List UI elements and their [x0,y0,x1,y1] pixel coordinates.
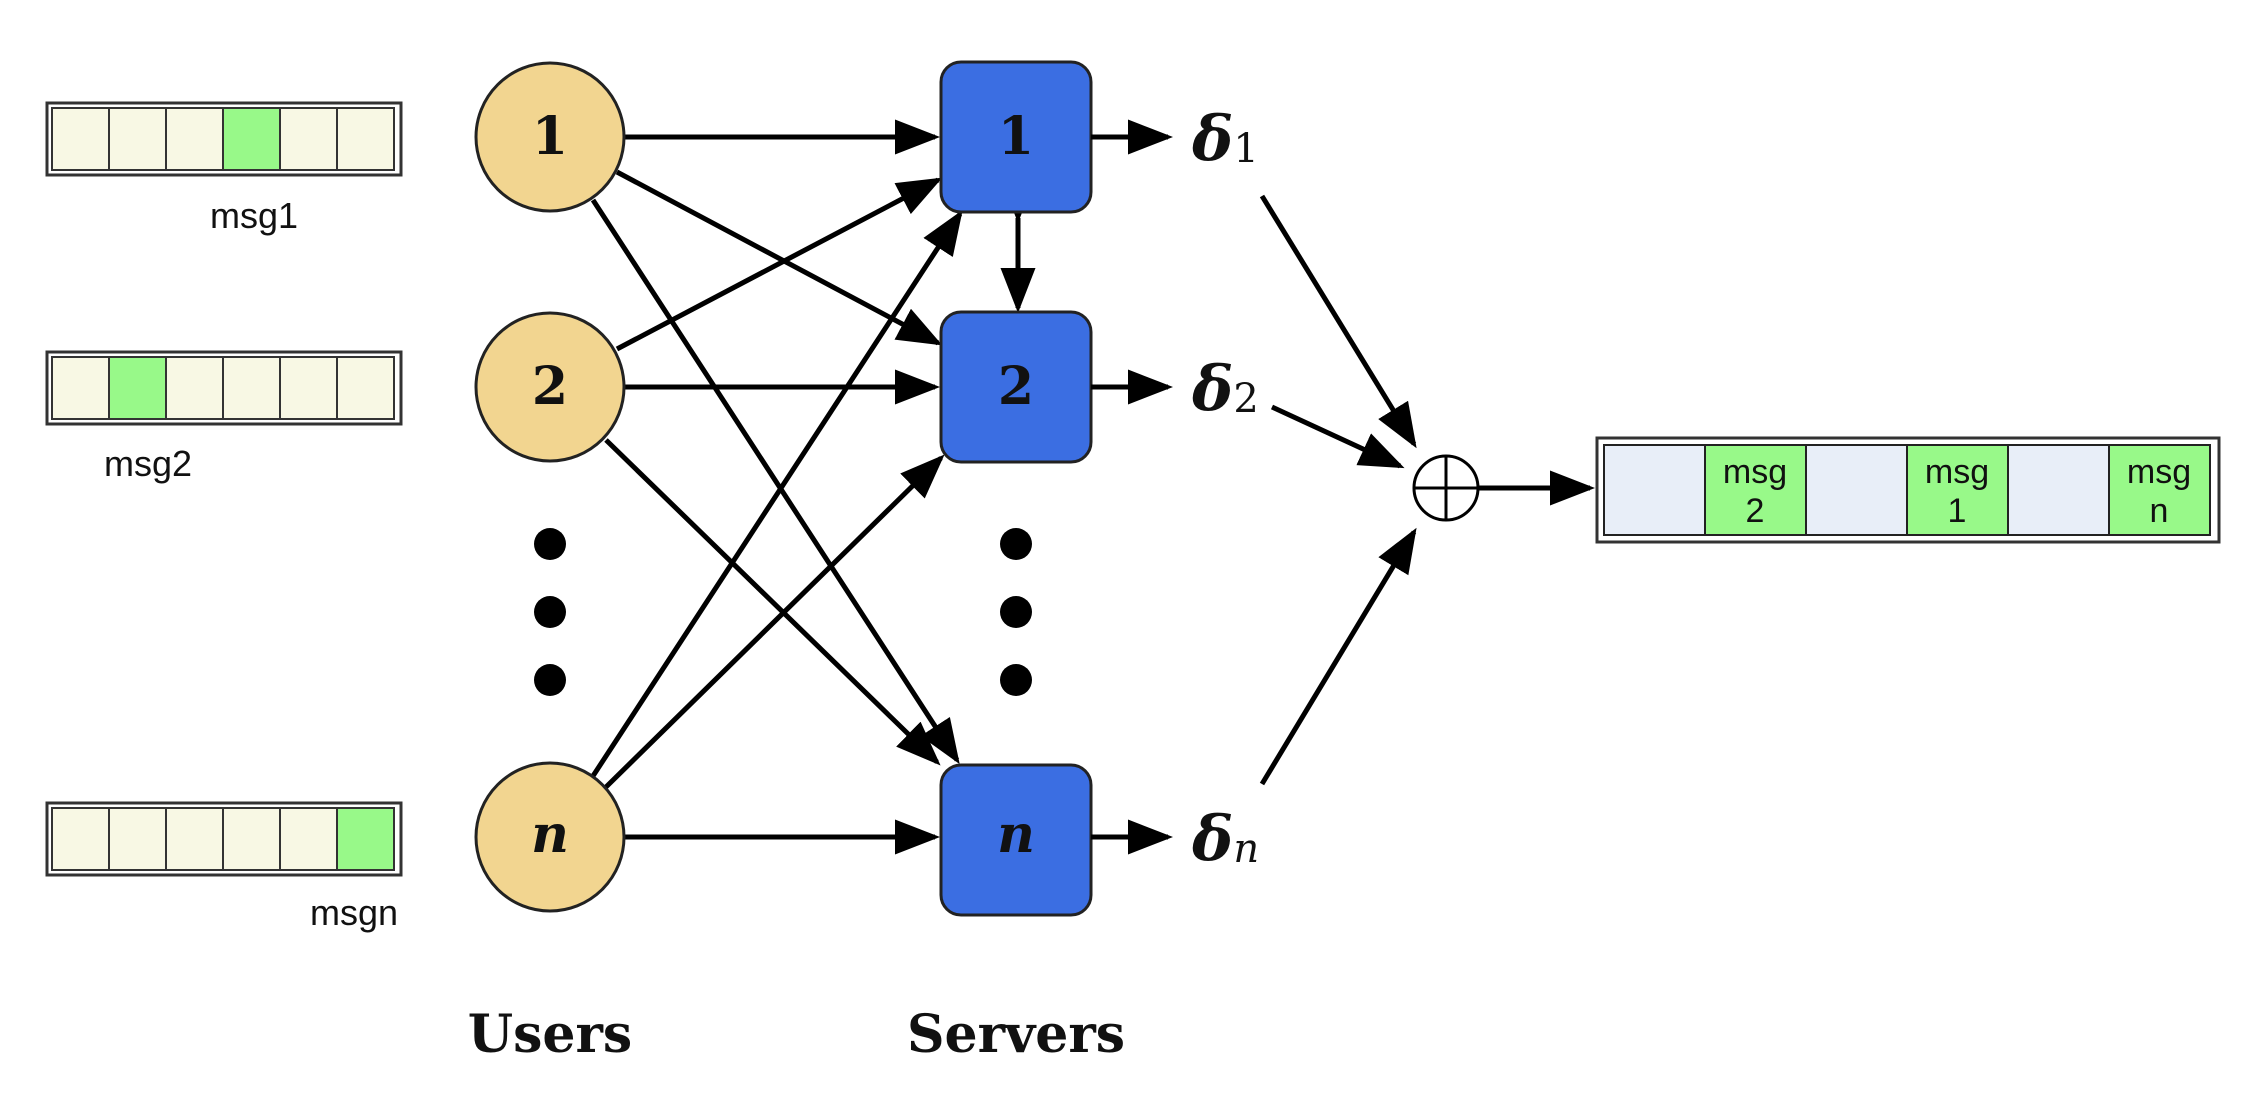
edge-un-s2 [604,454,945,789]
buffer-cell [336,107,395,171]
buffer-cell [108,107,167,171]
buffer-cells [51,356,395,420]
server-box [939,763,1093,917]
edge-u1-s2 [615,169,943,346]
buffer-cell [336,807,395,871]
user-node-2: 2 [474,311,626,463]
user-label: n [531,804,569,865]
output-cell-text: msg [1925,453,1989,491]
combine-edges [1259,194,1417,786]
output-cell-text: n [2150,492,2169,530]
message-buffer-2: msg2 [45,350,403,484]
edge-delta2-combine [1270,404,1405,469]
buffer-cell [51,356,110,420]
buffer-cells [51,807,395,871]
server-node-n: n [939,763,1093,917]
buffer-cell [279,356,338,420]
svg-text:δ2: δ2 [1191,352,1259,425]
buffer-cell [165,356,224,420]
edge-deltan-combine [1259,527,1417,786]
output-cell-texts: msg 2 msg 1 msg n [1723,453,2191,530]
buffer-cell [222,356,281,420]
delta-subscript: n [1233,826,1259,872]
delta-subscript: 1 [1233,126,1258,172]
user-label: 2 [532,356,568,417]
svg-text:δ1: δ1 [1191,102,1259,175]
servers-column: 1 2 n [939,60,1093,917]
buffer-cell [222,807,281,871]
buffer-cell [108,356,167,420]
message-buffer-n: msgn [45,801,403,933]
edge-u1-sn [590,198,960,765]
output-buffer: msg 2 msg 1 msg n [1595,436,2221,544]
users-column: 1 2 n [474,61,626,913]
users-label: Users [468,1004,632,1065]
message-caption: msgn [310,892,398,933]
delta-2: δ2 [1191,352,1259,425]
buffer-cells [51,107,395,171]
user-circle [474,761,626,913]
delta-1: δ1 [1191,102,1259,175]
buffer-cell [108,807,167,871]
edge-u2-sn [604,438,941,766]
buffer-cell [222,107,281,171]
edge-u2-s1 [615,177,943,352]
message-caption: msg2 [104,443,192,484]
delta-n: δn [1191,802,1259,875]
server-label: 2 [998,356,1034,417]
user-circle [474,61,626,213]
output-cell [2108,444,2211,536]
servers-label: Servers [907,1004,1125,1065]
buffer-cell [51,807,110,871]
ellipsis-users [534,528,566,696]
ellipsis-servers [1000,528,1032,696]
user-node-n: n [474,761,626,913]
server-label: n [997,804,1035,865]
output-cell-text: msg [1723,453,1787,491]
edge-un-s1 [590,209,963,778]
buffer-cell [165,107,224,171]
user-server-edges [590,119,963,855]
buffer-cell [279,107,338,171]
output-cell-text: msg [2127,453,2191,491]
edge-delta1-combine [1259,194,1417,449]
output-cell-text: 2 [1746,492,1765,530]
delta-symbol: δ [1191,102,1233,175]
svg-text:δn: δn [1191,802,1259,875]
buffer-cell [51,107,110,171]
buffer-cell [279,807,338,871]
output-cell [2007,444,2110,536]
delta-subscript: 2 [1233,376,1258,422]
output-cells [1603,444,2211,536]
server-label: 1 [998,106,1034,167]
buffer-cell [165,807,224,871]
server-output-edges [1091,119,1173,855]
output-cell [1805,444,1908,536]
user-circle [474,311,626,463]
delta-symbol: δ [1191,802,1233,875]
delta-symbol: δ [1191,352,1233,425]
buffer-cell [336,356,395,420]
server-node-2: 2 [939,310,1093,464]
output-cell [1704,444,1807,536]
user-node-1: 1 [474,61,626,213]
output-cell-text: 1 [1948,492,1967,530]
xor-combine-icon [1412,454,1480,522]
server-node-1: 1 [939,60,1093,214]
message-caption: msg1 [210,195,298,236]
user-label: 1 [532,106,568,167]
message-buffer-1: msg1 [45,101,403,236]
output-cell [1603,444,1706,536]
